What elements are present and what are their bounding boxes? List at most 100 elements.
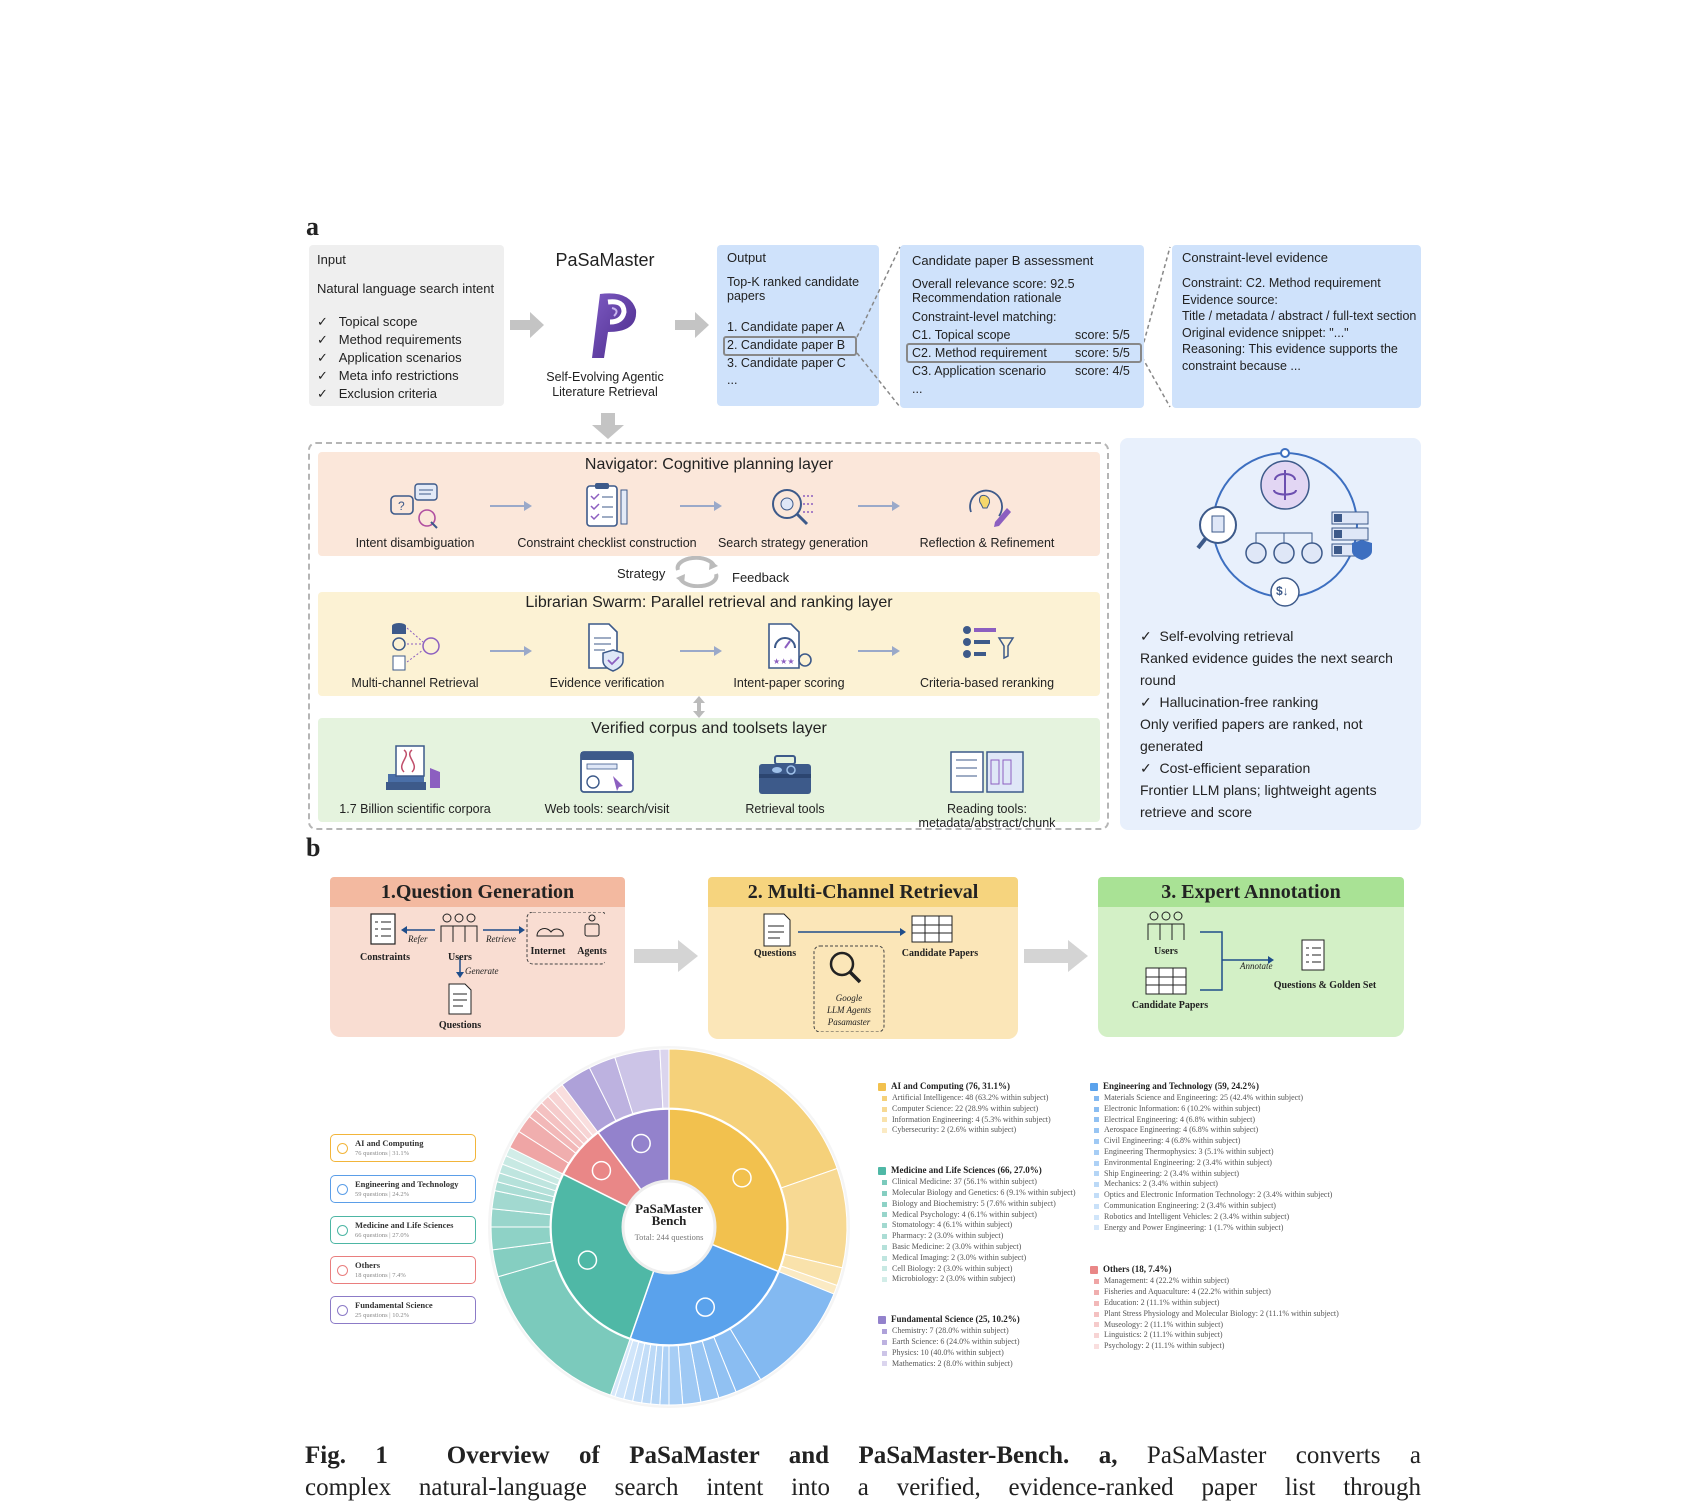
assessment-title: Candidate paper B assessment xyxy=(912,253,1094,268)
legend-item: Management: 4 (22.2% within subject) xyxy=(1090,1276,1420,1287)
feature-item: ✓ Hallucination-free ranking xyxy=(1140,694,1319,710)
step-multi-channel: Multi-channel Retrieval xyxy=(320,620,510,690)
legend-item-label: Computer Science: 22 (28.9% within subje… xyxy=(892,1103,1039,1113)
step-label: Constraint checklist construction xyxy=(517,536,697,550)
category-icon xyxy=(732,1168,752,1188)
input-item: ✓ Exclusion criteria xyxy=(317,386,437,401)
highlight-box xyxy=(906,343,1142,363)
evidence-line: Evidence source: xyxy=(1182,292,1278,307)
legend-item: Museology: 2 (11.1% within subject) xyxy=(1090,1320,1420,1331)
caption-line-1: Fig. 1 Overview of PaSaMaster and PaSaMa… xyxy=(305,1440,1421,1472)
legend-swatch xyxy=(882,1128,887,1134)
feature-desc: Ranked evidence guides the next search r… xyxy=(1140,650,1393,688)
arrow-down-icon xyxy=(592,413,624,439)
sunburst-center-total: Total: 244 questions xyxy=(634,1232,704,1242)
pill-sub: 66 questions | 27.0% xyxy=(355,1232,410,1239)
legend-item-label: Physics: 10 (40.0% within subject) xyxy=(892,1347,1004,1357)
step-intent-disambiguation: ? Intent disambiguation xyxy=(320,482,510,550)
step-search-strategy: Search strategy generation xyxy=(698,482,888,550)
legend-item-label: Education: 2 (11.1% within subject) xyxy=(1104,1297,1220,1307)
stage2-title: 2. Multi-Channel Retrieval xyxy=(708,877,1018,907)
books-dna-icon xyxy=(386,745,440,790)
legend-swatch xyxy=(1094,1171,1099,1177)
step-criteria-reranking: Criteria-based reranking xyxy=(892,622,1082,690)
legend-item-label: Aerospace Engineering: 4 (6.8% within su… xyxy=(1104,1125,1259,1135)
self-evolving-cycle-icon: $↓ xyxy=(1196,448,1372,607)
flow-arrow xyxy=(490,646,532,656)
question-bubble-icon: ? xyxy=(390,483,438,529)
legend-item: Linguistics: 2 (11.1% within subject) xyxy=(1090,1330,1420,1341)
step-label: Intent disambiguation xyxy=(355,536,475,550)
navigator-title: Navigator: Cognitive planning layer xyxy=(584,456,834,473)
step-label: Web tools: search/visit xyxy=(544,802,670,816)
stage3-title: 3. Expert Annotation xyxy=(1098,877,1404,907)
evidence-line: Constraint: C2. Method requirement xyxy=(1182,276,1381,290)
flow-arrow xyxy=(858,501,900,511)
category-icon xyxy=(337,1143,348,1154)
legend-item: Environmental Engineering: 2 (3.4% withi… xyxy=(1090,1158,1420,1169)
step-label: Intent-paper scoring xyxy=(733,676,845,690)
caption-a: a, xyxy=(1098,1442,1118,1469)
assessment-box: Candidate paper B assessment Overall rel… xyxy=(900,245,1144,408)
legend-item-label: Electronic Information: 6 (10.2% within … xyxy=(1104,1103,1261,1113)
legend-item-label: Molecular Biology and Genetics: 6 (9.1% … xyxy=(892,1187,1076,1197)
pill-name: Fundamental Science xyxy=(355,1300,433,1310)
svg-text:$↓: $↓ xyxy=(1276,584,1289,598)
stage3-golden-label: Questions & Golden Set xyxy=(1273,980,1377,991)
panel-b-label: b xyxy=(306,833,321,862)
legend-swatch xyxy=(1094,1290,1099,1296)
legend-item-label: Psychology: 2 (11.1% within subject) xyxy=(1104,1341,1225,1351)
stage2-diagram xyxy=(763,913,953,1032)
legend-group: AI and Computing (76, 31.1%)Artificial I… xyxy=(878,1080,1088,1136)
output-desc: Top-K ranked candidate papers xyxy=(727,275,860,303)
step-reading-tools: Reading tools: metadata/abstract/chunk xyxy=(887,748,1087,830)
sunburst-subject-segment xyxy=(659,1048,670,1109)
pasamaster-title: PaSaMaster xyxy=(555,250,655,270)
step-web-tools: Web tools: search/visit xyxy=(512,748,702,816)
browser-icon xyxy=(580,751,634,793)
legend-group-header: Engineering and Technology (59, 24.2%) xyxy=(1090,1080,1420,1093)
sunburst-chart xyxy=(488,1046,850,1408)
figure-caption: Fig. 1 Overview of PaSaMaster and PaSaMa… xyxy=(305,1440,1421,1504)
tool-label: Pasamaster xyxy=(827,1017,871,1027)
legend-swatch xyxy=(882,1117,887,1123)
generate-label: Generate xyxy=(465,966,499,976)
corpus-title: Verified corpus and toolsets layer xyxy=(591,720,827,737)
legend-item: Engineering Thermophysics: 3 (5.1% withi… xyxy=(1090,1147,1420,1158)
constraint-score: score: 5/5 xyxy=(1075,346,1130,360)
bulb-pencil-icon xyxy=(969,489,1011,527)
legend-item: Education: 2 (11.1% within subject) xyxy=(1090,1298,1420,1309)
stage3-diagram xyxy=(1145,911,1325,995)
legend-swatch xyxy=(1094,1095,1099,1101)
center-title-line: PaSaMaster xyxy=(635,1201,703,1216)
legend-swatch xyxy=(878,1315,886,1324)
legend-column: AI and Computing (76, 31.1%)Artificial I… xyxy=(878,1080,1088,1369)
legend-item: Pharmacy: 2 (3.0% within subject) xyxy=(878,1231,1088,1242)
stage3-candidate-label: Candidate Papers xyxy=(1131,1000,1209,1011)
sunburst-center-title: PaSaMaster Bench xyxy=(616,1201,722,1227)
legend-group-header: Medicine and Life Sciences (66, 27.0%) xyxy=(878,1164,1088,1177)
arrow-right-icon xyxy=(1024,940,1088,972)
pill-sub: 18 questions | 7.4% xyxy=(355,1272,406,1279)
legend-item-label: Robotics and Intelligent Vehicles: 2 (3.… xyxy=(1104,1211,1290,1221)
output-box: Output Top-K ranked candidate papers 1. … xyxy=(717,245,879,406)
caption-fig: Fig. 1 xyxy=(305,1442,388,1469)
legend-group-label: AI and Computing (76, 31.1%) xyxy=(891,1081,1011,1091)
legend-item: Earth Science: 6 (24.0% within subject) xyxy=(878,1337,1088,1348)
feature-desc: Only verified papers are ranked, not gen… xyxy=(1140,716,1363,754)
step-label: Reflection & Refinement xyxy=(919,536,1055,550)
legend-column: Engineering and Technology (59, 24.2%) Ma… xyxy=(1090,1080,1420,1352)
pill-name: Medicine and Life Sciences xyxy=(355,1220,454,1230)
category-icon xyxy=(337,1305,348,1316)
reading-panels-icon xyxy=(950,751,1024,793)
legend-swatch xyxy=(882,1190,887,1196)
feedback-label: Feedback xyxy=(732,570,790,585)
category-pill-medicine: Medicine and Life Sciences 66 questions |… xyxy=(330,1216,476,1244)
legend-item-label: Microbiology: 2 (3.0% within subject) xyxy=(892,1274,1016,1284)
stage3-users-label: Users xyxy=(1154,946,1178,957)
highlight-box xyxy=(723,336,857,356)
evidence-line: Title / metadata / abstract / full-text … xyxy=(1182,309,1417,323)
output-item: ... xyxy=(727,373,738,387)
